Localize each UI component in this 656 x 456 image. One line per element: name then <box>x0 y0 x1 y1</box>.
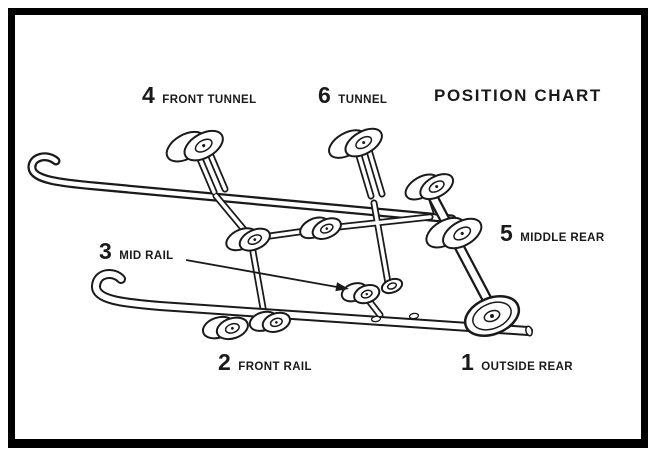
label-front-rail: 2 FRONT RAIL <box>218 351 312 374</box>
label-middle-rear-number: 5 <box>500 220 514 246</box>
label-front-tunnel-number: 4 <box>142 82 156 108</box>
label-outside-rear: 1 OUTSIDE REAR <box>461 351 573 374</box>
label-front-tunnel: 4 FRONT TUNNEL <box>142 84 257 107</box>
lower-mid-wheel-a <box>340 282 381 305</box>
label-middle-rear-text: MIDDLE REAR <box>520 232 605 244</box>
page-title: POSITION CHART <box>434 86 602 105</box>
mid-rail-wheel-a <box>225 227 271 252</box>
label-front-tunnel-text: FRONT TUNNEL <box>162 94 257 106</box>
rail-holes <box>370 312 420 323</box>
front-rail-wheel-b <box>248 310 291 333</box>
label-tunnel-text: TUNNEL <box>338 94 388 106</box>
front-tunnel-wheel <box>165 129 224 163</box>
mid-rail-arrow <box>185 259 349 292</box>
tunnel-wheel <box>328 127 383 159</box>
middle-rear-wheel-top <box>404 173 455 201</box>
label-front-rail-number: 2 <box>218 349 232 375</box>
lower-ski <box>91 269 533 337</box>
lower-mid-wheel-b <box>380 277 404 295</box>
label-outside-rear-number: 1 <box>461 349 475 375</box>
upper-ski <box>27 152 457 224</box>
label-mid-rail: 3 MID RAIL <box>99 240 174 263</box>
label-tunnel: 6 TUNNEL <box>318 84 387 107</box>
label-outside-rear-text: OUTSIDE REAR <box>481 361 573 373</box>
label-tunnel-number: 6 <box>318 82 332 108</box>
label-mid-rail-text: MID RAIL <box>119 250 174 262</box>
mid-rail-wheel-b <box>299 216 342 240</box>
label-middle-rear: 5 MIDDLE REAR <box>500 222 605 245</box>
outside-rear-wheel <box>463 295 521 337</box>
label-mid-rail-number: 3 <box>99 238 113 264</box>
label-front-rail-text: FRONT RAIL <box>238 361 312 373</box>
front-rail-wheel-a <box>201 315 249 341</box>
middle-rear-wheel <box>425 216 483 250</box>
